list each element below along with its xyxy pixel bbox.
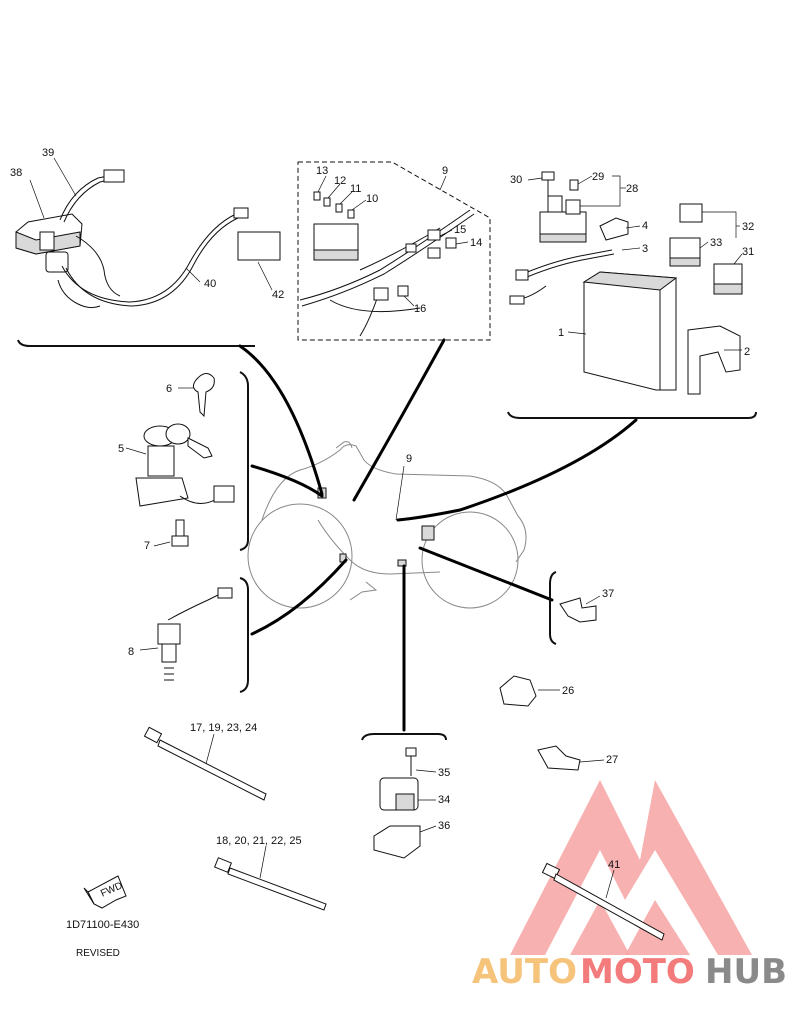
logo-text-hub: HUB [705,952,787,992]
callout-3: 3 [642,243,648,255]
callout-38: 38 [10,167,22,179]
diagram-code: 1D71100-E430 [66,919,139,931]
callout-33: 33 [710,237,722,249]
fwd-arrow: FWD [83,875,127,909]
callout-2: 2 [744,346,750,358]
callout-14: 14 [470,237,482,249]
callout-30: 30 [510,174,522,186]
callout-32: 32 [742,221,754,233]
connector-39 [103,169,125,183]
callout-31: 31 [742,246,754,258]
group-main-harness: 13 12 11 10 9 15 14 16 [297,161,491,341]
logo-text-moto: MOTO [580,952,695,992]
callout-29: 29 [592,171,604,183]
group-ignition: 6 5 7 8 [118,371,249,693]
callout-15: 15 [454,224,466,236]
callout-41: 41 [608,859,620,871]
callout-8: 8 [128,646,134,658]
group-top-left: 38 39 40 42 [10,147,284,347]
callout-13: 13 [316,165,328,177]
callout-9-bike: 9 [406,453,412,465]
group-cable-ties: 17, 19, 23, 24 18, 20, 21, 22, 25 41 [143,722,665,941]
callout-4: 4 [642,220,648,232]
part-42-label [237,231,281,261]
bold-leaders [238,338,638,732]
group-sensor-mount: 35 34 36 [361,733,450,859]
callout-6: 6 [166,383,172,395]
callout-28: 28 [626,183,638,195]
callout-11: 11 [350,183,361,195]
callout-42: 42 [272,289,284,301]
callout-1: 1 [558,327,564,339]
revised-label: REVISED [76,948,120,959]
callout-37: 37 [602,588,614,600]
callout-40: 40 [204,278,216,290]
callout-35: 35 [438,767,450,779]
group-battery: 30 29 28 4 3 1 2 32 33 31 [507,171,757,419]
automotohub-logo: AUTO MOTO HUB [472,780,787,992]
motorcycle-outline [247,441,527,609]
callout-26: 26 [562,685,574,697]
callout-27: 27 [606,754,618,766]
part-38-unit [15,213,83,273]
connector-40 [233,207,249,219]
callout-39: 39 [42,147,54,159]
callout-16: 16 [414,303,426,315]
callout-18: 18, 20, 21, 22, 25 [216,835,302,847]
callout-7: 7 [144,540,150,552]
callout-34: 34 [438,794,450,806]
callout-9-box: 9 [442,165,448,177]
callout-17: 17, 19, 23, 24 [190,722,257,734]
group-right-mid: 37 26 27 [499,571,618,771]
callout-5: 5 [118,443,124,455]
logo-text-auto: AUTO [472,952,577,992]
callout-10: 10 [366,193,378,205]
callout-36: 36 [438,820,450,832]
callout-12: 12 [334,175,346,187]
